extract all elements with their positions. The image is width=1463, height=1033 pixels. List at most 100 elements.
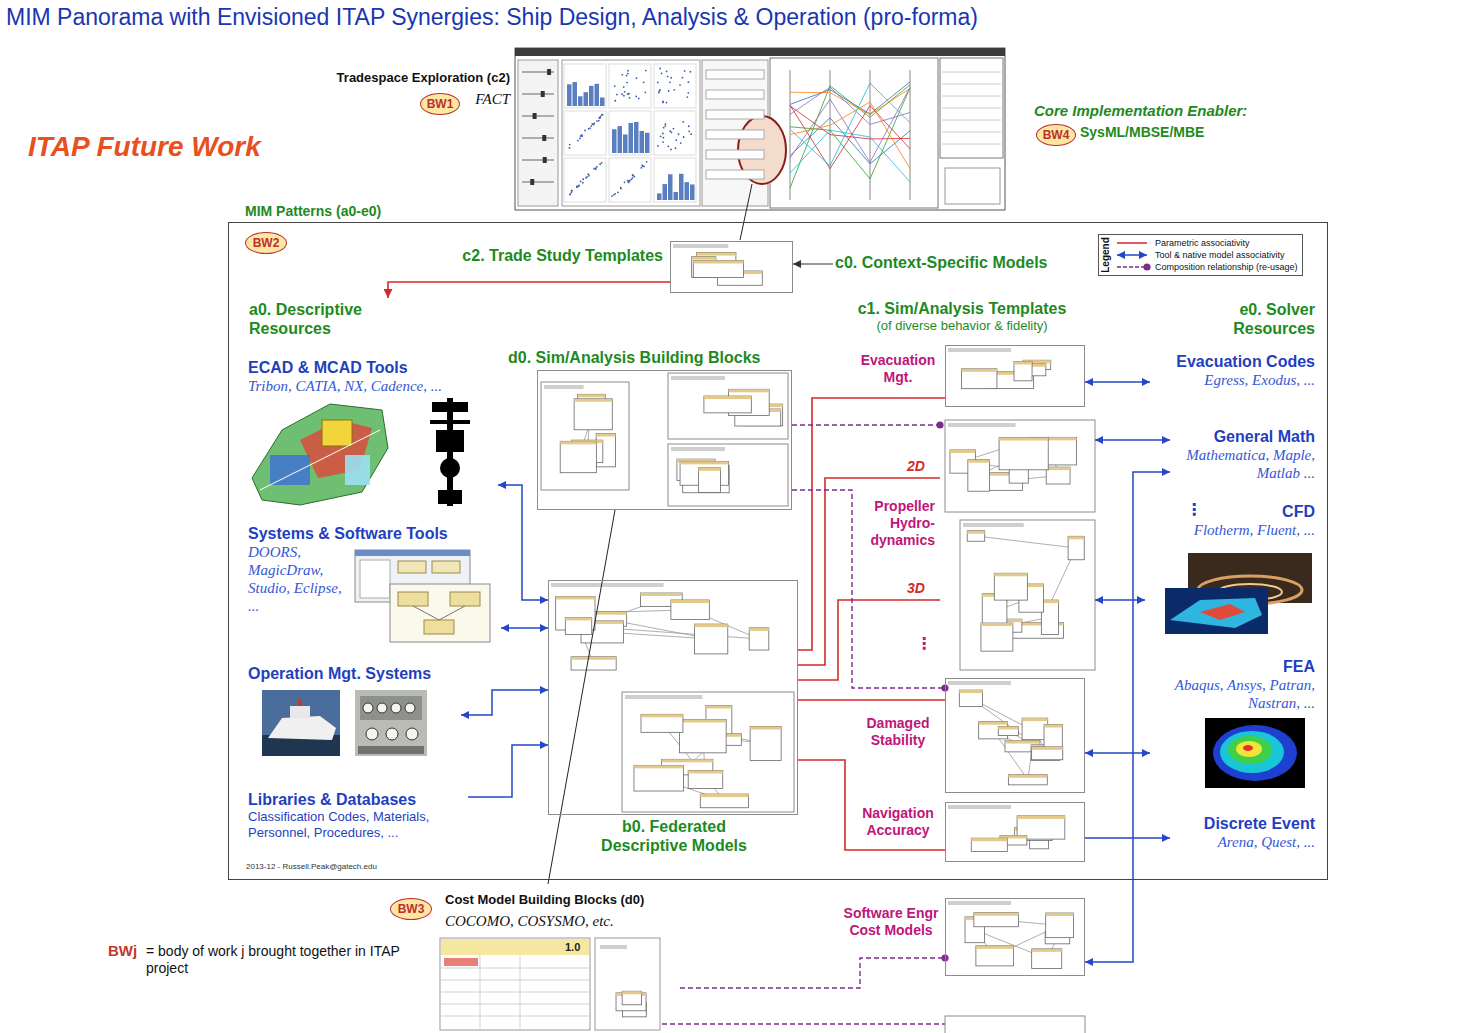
thumbnail-diagram <box>673 244 762 285</box>
thumbnail-block-header <box>1032 949 1062 952</box>
node-detail: Abaqus, Ansys, Patran, Nastran, ... <box>1152 676 1315 712</box>
scatter-dot <box>582 178 584 180</box>
histogram-bar <box>600 97 605 106</box>
thumbnail-block <box>634 765 683 791</box>
node-heading: Navigation Accuracy <box>855 805 941 839</box>
scatter-dot <box>569 147 571 149</box>
node-heading: Evacuation Codes <box>1152 352 1315 371</box>
scatter-dot <box>624 181 626 183</box>
histogram-bar <box>668 174 673 200</box>
thumbnail-block <box>680 719 727 752</box>
parametric-link <box>798 478 940 665</box>
histogram-bar <box>663 184 668 200</box>
tradespace-group: Tradespace Exploration (c2)FACTBW1 <box>286 68 516 116</box>
scatter-dot <box>620 187 622 189</box>
thumbnail-block <box>749 628 769 650</box>
thumbnail-block <box>999 438 1048 470</box>
histogram-bar <box>685 182 690 200</box>
thumbnail-block <box>1068 536 1084 559</box>
thumbnail-block-header <box>574 399 612 402</box>
scatter-dot <box>669 81 671 83</box>
scatter-dot <box>571 191 573 193</box>
thumbnail-block-header <box>565 617 591 620</box>
node-heading: c2. Trade Study Templates <box>462 246 663 265</box>
node-heading: Damaged Stability <box>855 715 941 749</box>
node-heading: Cost Model Building Blocks (d0) <box>390 892 680 908</box>
plot-cell <box>654 64 696 108</box>
legend-row: Tool & native model associativity <box>1115 249 1298 261</box>
histogram-bar <box>589 86 594 106</box>
thumbnail-block-header <box>634 765 683 768</box>
solver-group: FEAAbaqus, Ansys, Patran, Nastran, ... <box>1150 655 1317 790</box>
scatter-dot <box>670 77 672 79</box>
histogram-bar <box>573 82 578 106</box>
thumbnail-block-header <box>700 794 748 797</box>
scatter-dot <box>571 190 573 192</box>
plot-cell <box>609 158 651 202</box>
node-heading: General Math <box>1172 427 1315 446</box>
scatter-dot <box>585 177 587 179</box>
scatter-dot <box>628 179 630 181</box>
scatter-dot <box>627 70 629 72</box>
scatter-dot <box>628 181 630 183</box>
table-cell: 1.0 <box>565 941 580 954</box>
thumbnail-header <box>948 805 1011 809</box>
legend-line-sample <box>1117 266 1147 268</box>
engine-symbol <box>430 398 470 506</box>
thumbnail-block-header <box>1044 725 1062 728</box>
scatter-dot <box>682 121 684 123</box>
table-row <box>942 108 1001 109</box>
node-heading: CFD <box>1147 502 1315 521</box>
thumbnail-block <box>560 441 596 472</box>
node-detail: Tribon, CATIA, NX, Cadence, ... <box>248 377 496 395</box>
thumbnail-header <box>963 523 1024 527</box>
scatter-dot <box>662 133 664 135</box>
parallel-line <box>790 82 910 114</box>
thumbnail-block-header <box>692 257 716 260</box>
scatter-dot <box>580 181 582 183</box>
node-heading: Libraries & Databases <box>248 790 466 809</box>
scatter-dot <box>667 76 669 78</box>
scatter-dot <box>687 92 689 94</box>
node-detail: Mathematica, Maple, Matlab ... <box>1172 446 1315 482</box>
thumbnail-header <box>671 376 725 380</box>
input-field <box>706 110 764 119</box>
scatter-dot <box>666 71 668 73</box>
resource-group: Systems & Software ToolsDOORS, MagicDraw… <box>246 522 501 647</box>
body-of-work-badge: BW2 <box>245 232 287 254</box>
node-detail: DOORS, MagicDraw, Studio, Eclipse, ... <box>248 543 348 615</box>
solver-group: CFDFlotherm, Fluent, ... <box>1145 500 1317 635</box>
scatter-dot <box>579 138 581 140</box>
thumbnail-block-header <box>1041 600 1058 603</box>
thumbnail-block-header <box>560 441 596 444</box>
histogram-bar <box>679 174 684 200</box>
scatter-dot <box>638 98 640 100</box>
scatter-dot <box>588 128 590 130</box>
thumbnail-block <box>688 770 723 788</box>
tradespace-plots <box>522 64 1001 202</box>
scatter-dot <box>690 133 692 135</box>
plot-cell <box>609 64 651 108</box>
slider <box>522 94 554 95</box>
slider-knob <box>543 157 547 163</box>
tool-associativity-arrow <box>1085 381 1150 383</box>
scatter-dot <box>642 165 644 167</box>
cost-spreadsheet <box>440 938 660 1030</box>
plot-cell <box>654 158 696 202</box>
thumbnail-block-header <box>1017 816 1065 819</box>
composition-link <box>792 424 940 425</box>
body-of-work-badge: BW4 <box>1036 124 1076 146</box>
histogram-bar <box>645 133 650 153</box>
scatter-dot <box>623 86 625 88</box>
parallel-line <box>790 87 910 124</box>
parallel-axis <box>790 70 791 200</box>
scatter-dot <box>616 94 618 96</box>
legend-text: Composition relationship (re-usage) <box>1155 262 1298 272</box>
parallel-line <box>790 83 910 166</box>
node-heading: e0. Solver Resources <box>1197 300 1315 338</box>
thumbnail-diagram <box>948 805 1065 852</box>
scatter-dot <box>611 195 613 197</box>
scatter-dot <box>627 93 629 95</box>
slider-knob <box>533 113 537 119</box>
table-row <box>942 144 1001 145</box>
